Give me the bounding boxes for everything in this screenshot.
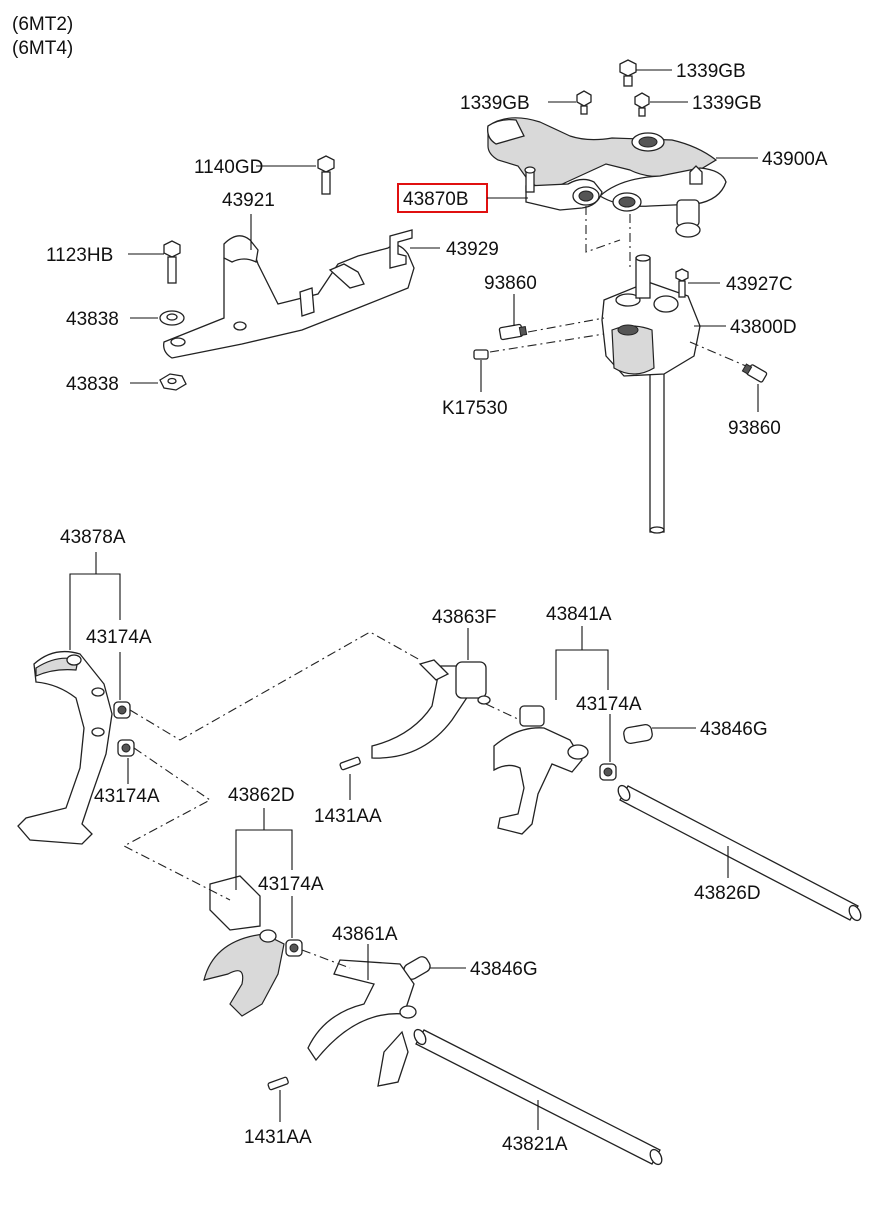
- label-43821a: 43821A: [502, 1134, 568, 1155]
- label-43861a: 43861A: [332, 924, 398, 945]
- label-1339gb-top: 1339GB: [676, 61, 746, 82]
- selector-lever-43870b[interactable]: [524, 166, 603, 211]
- leader-lines: [69, 69, 759, 1130]
- assembly-line-fork-1: [129, 631, 421, 741]
- bolt-1123hb[interactable]: [163, 240, 181, 284]
- label-1339gb-left: 1339GB: [460, 93, 530, 114]
- label-43927c: 43927C: [726, 274, 793, 295]
- assembly-line-switch-left: [527, 317, 605, 333]
- control-housing-43800d[interactable]: [601, 254, 701, 534]
- label-43846g-2: 43846G: [470, 959, 538, 980]
- label-43174a-3: 43174A: [94, 786, 160, 807]
- assembly-line-switch-right: [689, 341, 747, 367]
- roll-pin-1431aa-1[interactable]: [339, 756, 361, 771]
- clip-43929[interactable]: [389, 229, 413, 269]
- label-43174a-4: 43174A: [258, 874, 324, 895]
- bolt-1339gb-right[interactable]: [634, 92, 650, 117]
- bolt-1339gb-left[interactable]: [576, 90, 592, 115]
- label-43921: 43921: [222, 190, 275, 211]
- model-code-6mt4: (6MT4): [12, 38, 74, 59]
- washer-43838-a[interactable]: [159, 310, 185, 326]
- label-43841a: 43841A: [546, 604, 612, 625]
- assembly-line-fork-4: [301, 949, 351, 969]
- assembly-line-pin: [489, 333, 605, 353]
- label-43838-b: 43838: [66, 374, 119, 395]
- label-43174a-1: 43174A: [86, 627, 152, 648]
- assembly-line-fork-3: [485, 703, 521, 721]
- bolt-1339gb-top[interactable]: [619, 59, 637, 87]
- label-1140gd: 1140GD: [194, 157, 263, 178]
- label-1431aa-2: 1431AA: [244, 1127, 312, 1148]
- label-93860-top: 93860: [484, 273, 537, 294]
- bushing-43174a-2[interactable]: [117, 739, 135, 757]
- detent-43846g-1[interactable]: [623, 723, 653, 745]
- assembly-line-fork-2: [122, 747, 231, 901]
- label-43878a: 43878A: [60, 527, 126, 548]
- pin-k17530[interactable]: [473, 349, 489, 360]
- label-1339gb-right: 1339GB: [692, 93, 762, 114]
- bracket-43921[interactable]: [163, 235, 415, 359]
- label-43174a-2: 43174A: [576, 694, 642, 715]
- assembly-line-lever: [585, 206, 621, 253]
- bushing-43174a-3[interactable]: [599, 763, 617, 781]
- bolt-43927c[interactable]: [675, 268, 689, 298]
- switch-93860-right[interactable]: [741, 363, 768, 383]
- shift-fork-43863f[interactable]: [371, 659, 491, 759]
- shift-fork-43862d[interactable]: [203, 875, 285, 1017]
- label-93860-right: 93860: [728, 418, 781, 439]
- label-43800d: 43800D: [730, 317, 797, 338]
- label-43862d: 43862D: [228, 785, 295, 806]
- lever-assembly-43900a[interactable]: [487, 117, 727, 238]
- label-1431aa-1: 1431AA: [314, 806, 382, 827]
- roll-pin-1431aa-2[interactable]: [267, 1076, 289, 1091]
- label-43863f: 43863F: [432, 607, 496, 628]
- label-43826d: 43826D: [694, 883, 761, 904]
- bolt-1140gd[interactable]: [317, 155, 335, 195]
- model-code-6mt2: (6MT2): [12, 14, 74, 35]
- bushing-43174a-1[interactable]: [113, 701, 131, 719]
- nut-43838-b[interactable]: [159, 373, 187, 391]
- shift-fork-43878a[interactable]: [17, 650, 113, 845]
- label-k17530: K17530: [442, 398, 508, 419]
- bushing-43174a-4[interactable]: [285, 939, 303, 957]
- shift-rail-43826d[interactable]: [616, 784, 863, 923]
- label-43870b[interactable]: 43870B: [403, 189, 469, 210]
- label-43846g-1: 43846G: [700, 719, 768, 740]
- shift-fork-43861a[interactable]: [307, 959, 417, 1087]
- shift-fork-43841a[interactable]: [493, 705, 589, 835]
- label-43900a: 43900A: [762, 149, 828, 170]
- label-1123hb: 1123HB: [46, 245, 113, 266]
- switch-93860-left[interactable]: [498, 323, 528, 341]
- shift-rail-43821a[interactable]: [412, 1028, 664, 1167]
- label-43838-a: 43838: [66, 309, 119, 330]
- label-43929: 43929: [446, 239, 499, 260]
